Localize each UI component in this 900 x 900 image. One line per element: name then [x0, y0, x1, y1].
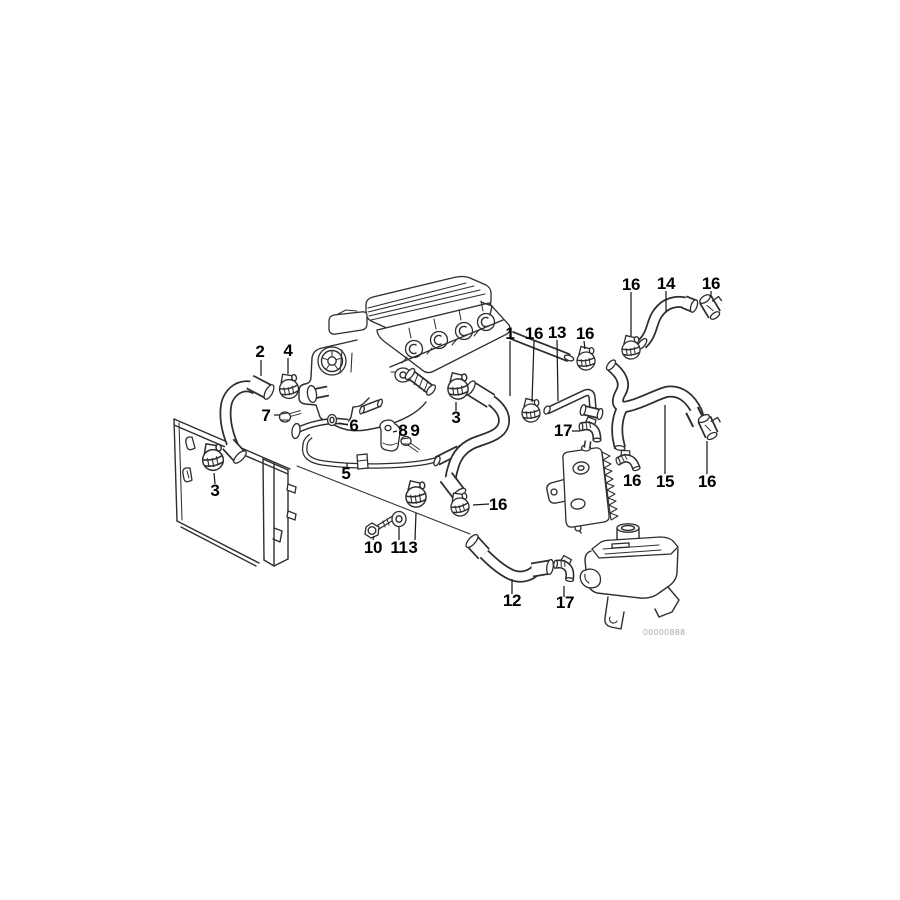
pulley: [317, 346, 347, 376]
part-number-label: 16: [488, 495, 508, 514]
hose-2: [219, 374, 275, 464]
leader-line: [372, 535, 375, 541]
thermostat-stub: [306, 384, 330, 404]
leader-lines: [213, 291, 712, 597]
bypass-pipe: [291, 417, 349, 440]
part-number-label: 9: [410, 421, 420, 440]
bolt-7: [278, 410, 302, 423]
radiator: [173, 418, 297, 567]
expansion-tank: [579, 523, 680, 630]
washer-11: [391, 510, 407, 528]
clamp-16-heater: [574, 344, 598, 372]
tank-inlet-port: [579, 568, 602, 589]
leader-line: [583, 340, 586, 350]
part-number-label: 13: [547, 323, 567, 342]
part-number-label: 16: [575, 324, 595, 343]
part-number-label: 16: [621, 275, 641, 294]
front-housing: [298, 339, 370, 424]
leader-line: [414, 512, 417, 541]
clamp-16-pipe13: [519, 396, 543, 424]
hose-14: [636, 295, 699, 350]
clamp-3-lower: [402, 478, 429, 510]
pipe-13: [543, 388, 604, 449]
leader-line: [531, 340, 535, 403]
clamp-17-tank: [552, 554, 577, 582]
part-number-label: 4: [283, 341, 293, 360]
bolt-9: [400, 435, 421, 453]
part-number-label: 16: [524, 324, 544, 343]
part-number-label: 3: [451, 408, 461, 427]
radiator-slot: [185, 436, 196, 451]
part-number-label: 17: [555, 593, 575, 612]
fitting-16-hose14: [698, 293, 721, 321]
seal-ring-6: [326, 413, 338, 427]
part-number-label: 2: [255, 342, 265, 361]
part-number-label: 6: [349, 416, 359, 435]
radiator-hole: [182, 467, 193, 483]
leader-line: [392, 430, 398, 433]
hose-15: [605, 359, 706, 452]
part-number-label: 1: [505, 324, 515, 343]
leader-line: [472, 503, 490, 506]
bolt-10: [364, 515, 395, 539]
clamp-3-engine: [444, 370, 471, 402]
hose-1: [439, 380, 510, 501]
guide-line: [296, 465, 471, 535]
part-number-label: 17: [553, 421, 573, 440]
part-number-label: 14: [656, 274, 676, 293]
hose-12: [465, 533, 554, 583]
part-number-label: 7: [261, 406, 271, 425]
part-number-label: 11: [390, 538, 408, 557]
part-number-label: 5: [341, 464, 351, 483]
return-stub: [359, 398, 383, 415]
clamp-4: [275, 370, 302, 401]
part-number-label: 16: [701, 274, 721, 293]
clamp-16-hose14: [619, 333, 643, 361]
engine-block: [291, 275, 575, 440]
clamp-17-pipe13: [579, 417, 601, 442]
bracket-8: [379, 419, 401, 452]
part-number-label: 8: [398, 421, 408, 440]
part-number-label: 15: [655, 472, 675, 491]
part-number-label: 16: [622, 471, 642, 490]
leader-line: [213, 472, 216, 485]
leader-line: [338, 422, 349, 426]
watermark-id: 00000888: [643, 627, 686, 637]
water-pipe-stub: [404, 367, 437, 396]
part-number-label: 16: [697, 472, 717, 491]
leader-line: [556, 339, 559, 402]
part-number-label: 12: [502, 591, 522, 610]
cooler-fins: [601, 451, 619, 521]
part-number-label: 3: [408, 538, 418, 557]
pipe-hanger: [356, 453, 369, 470]
part-number-label: 10: [363, 538, 383, 557]
heater-outlet-tube: [509, 330, 575, 363]
engine-airbox: [328, 311, 368, 335]
oil-cooler: [546, 444, 619, 534]
part-number-label: 3: [210, 481, 220, 500]
